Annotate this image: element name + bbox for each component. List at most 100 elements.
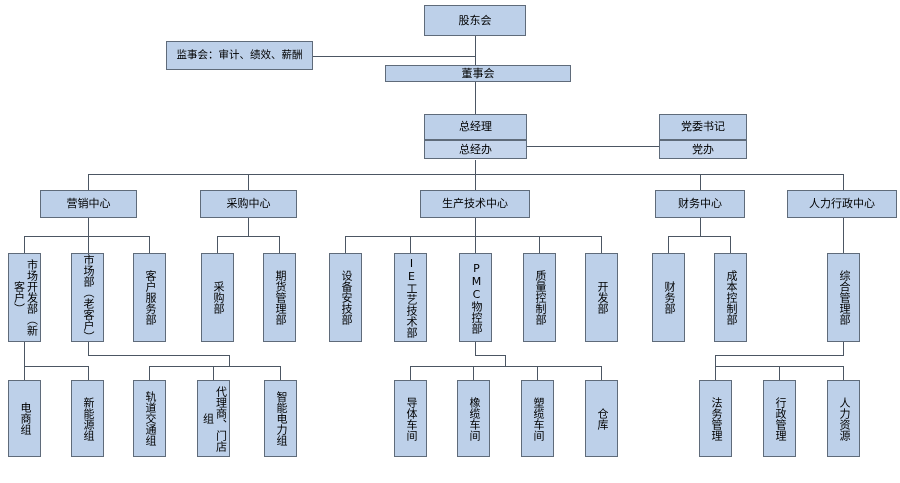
connector-production-drop-4 bbox=[539, 236, 540, 253]
connector-market-jog-drop bbox=[229, 355, 230, 366]
node-party-office[interactable]: 党办 bbox=[659, 140, 747, 159]
connector-production-drop-3 bbox=[475, 236, 476, 253]
connector-marketing-stem bbox=[88, 218, 89, 236]
node-group-administration[interactable]: 行政管理 bbox=[763, 380, 796, 457]
node-group-ecommerce-label: 电商组 bbox=[18, 402, 32, 435]
node-group-new-energy[interactable]: 新能源组 bbox=[71, 380, 104, 457]
node-group-smart-power[interactable]: 智能电力组 bbox=[264, 380, 297, 457]
node-supervisory-board[interactable]: 监事会：审计、绩效、薪酬 bbox=[166, 41, 313, 70]
node-dept-market[interactable]: 市场部（老客户） bbox=[71, 253, 104, 342]
connector-marketdev-drop-2 bbox=[88, 366, 89, 380]
node-group-new-energy-label: 新能源组 bbox=[81, 396, 95, 441]
connector-market-drop-1 bbox=[149, 366, 150, 380]
node-dept-development-label: 开发部 bbox=[595, 281, 609, 314]
node-dept-quality-control-label: 质量控制部 bbox=[533, 270, 547, 325]
connector-pmc-drop-1 bbox=[410, 366, 411, 380]
node-dept-market-development-label: 市场开发部（新客户） bbox=[12, 259, 39, 336]
node-dept-purchasing-label: 采购部 bbox=[211, 281, 225, 314]
node-dept-comprehensive-management[interactable]: 综合管理部 bbox=[827, 253, 860, 342]
node-general-manager-office[interactable]: 总经办 bbox=[424, 140, 527, 159]
node-board-of-directors[interactable]: 董事会 bbox=[385, 65, 571, 82]
node-dept-pmc-material-control[interactable]: PMC物控部 bbox=[459, 253, 492, 342]
connector-compmgmt-stem bbox=[843, 342, 844, 355]
node-dept-finance-label: 财务部 bbox=[662, 281, 676, 314]
connector-production-bus bbox=[345, 236, 601, 237]
node-dept-equipment-safety[interactable]: 设备安技部 bbox=[329, 253, 362, 342]
node-dept-pmc-material-control-label: PMC物控部 bbox=[469, 261, 483, 334]
node-group-human-resources[interactable]: 人力资源 bbox=[827, 380, 860, 457]
node-group-administration-label: 行政管理 bbox=[773, 396, 787, 441]
connector-bus-drop-hr bbox=[843, 174, 844, 190]
node-dept-purchasing[interactable]: 采购部 bbox=[201, 253, 234, 342]
connector-marketing-drop-3 bbox=[149, 236, 150, 253]
node-dept-ie-process-tech-label: IE工艺技术部 bbox=[404, 257, 418, 338]
connector-purchasing-stem bbox=[248, 218, 249, 236]
node-group-agent-store-label: 代理商、门店组 bbox=[201, 385, 228, 452]
node-workshop-conductor[interactable]: 导体车间 bbox=[394, 380, 427, 457]
connector-compmgmt-drop-3 bbox=[843, 366, 844, 380]
connector-board-gm bbox=[475, 82, 476, 114]
node-dept-quality-control[interactable]: 质量控制部 bbox=[523, 253, 556, 342]
node-group-legal-management-label: 法务管理 bbox=[709, 396, 723, 441]
node-warehouse[interactable]: 仓库 bbox=[585, 380, 618, 457]
node-group-ecommerce[interactable]: 电商组 bbox=[8, 380, 41, 457]
connector-marketing-drop-1 bbox=[24, 236, 25, 253]
connector-compmgmt-drop-2 bbox=[779, 366, 780, 380]
connector-marketdev-stem bbox=[24, 342, 25, 366]
node-group-agent-store[interactable]: 代理商、门店组 bbox=[197, 380, 230, 457]
node-dept-customer-service[interactable]: 客户服务部 bbox=[133, 253, 166, 342]
connector-purchasing-bus bbox=[217, 236, 279, 237]
node-center-marketing[interactable]: 营销中心 bbox=[40, 190, 137, 218]
node-dept-cost-control[interactable]: 成本控制部 bbox=[714, 253, 747, 342]
connector-bus-drop-finance bbox=[700, 174, 701, 190]
node-center-hr-admin[interactable]: 人力行政中心 bbox=[787, 190, 897, 218]
connector-gm-party bbox=[527, 146, 659, 147]
node-dept-ie-process-tech[interactable]: IE工艺技术部 bbox=[394, 253, 427, 342]
connector-pmc-jog-drop bbox=[505, 355, 506, 366]
node-shareholders-meeting[interactable]: 股东会 bbox=[424, 5, 526, 36]
node-dept-finance[interactable]: 财务部 bbox=[652, 253, 685, 342]
node-dept-cost-control-label: 成本控制部 bbox=[724, 270, 738, 325]
node-workshop-plastic-cable-label: 塑缆车间 bbox=[531, 396, 545, 441]
connector-pmc-stem bbox=[475, 342, 476, 355]
node-group-smart-power-label: 智能电力组 bbox=[274, 391, 288, 446]
connector-finance-drop-2 bbox=[730, 236, 731, 253]
node-workshop-rubber-cable[interactable]: 橡缆车间 bbox=[457, 380, 490, 457]
connector-pmc-drop-4 bbox=[601, 366, 602, 380]
connector-market-stem bbox=[88, 342, 89, 355]
connector-hr-stem bbox=[843, 218, 844, 253]
connector-production-drop-5 bbox=[601, 236, 602, 253]
node-warehouse-label: 仓库 bbox=[595, 407, 609, 430]
node-general-manager[interactable]: 总经理 bbox=[424, 114, 527, 140]
connector-finance-bus bbox=[668, 236, 730, 237]
node-center-production-technology[interactable]: 生产技术中心 bbox=[420, 190, 530, 218]
node-party-secretary[interactable]: 党委书记 bbox=[659, 114, 747, 140]
node-dept-development[interactable]: 开发部 bbox=[585, 253, 618, 342]
connector-marketdev-drop-1 bbox=[24, 366, 25, 380]
node-dept-futures-management-label: 期货管理部 bbox=[273, 270, 287, 325]
connector-production-drop-1 bbox=[345, 236, 346, 253]
connector-pmc-jog bbox=[475, 355, 505, 356]
connector-pmc-bus bbox=[410, 366, 601, 367]
connector-bus-drop-purchasing bbox=[248, 174, 249, 190]
node-workshop-conductor-label: 导体车间 bbox=[404, 396, 418, 441]
node-center-finance[interactable]: 财务中心 bbox=[655, 190, 745, 218]
connector-production-stem bbox=[475, 218, 476, 236]
connector-marketdev-bus bbox=[24, 366, 88, 367]
node-dept-customer-service-label: 客户服务部 bbox=[143, 270, 157, 325]
connector-market-jog bbox=[88, 355, 229, 356]
node-dept-futures-management[interactable]: 期货管理部 bbox=[263, 253, 296, 342]
node-center-purchasing[interactable]: 采购中心 bbox=[200, 190, 297, 218]
connector-pmc-drop-3 bbox=[537, 366, 538, 380]
node-dept-market-development[interactable]: 市场开发部（新客户） bbox=[8, 253, 41, 342]
node-group-rail-transit[interactable]: 轨道交通组 bbox=[133, 380, 166, 457]
node-group-human-resources-label: 人力资源 bbox=[837, 396, 851, 441]
node-group-legal-management[interactable]: 法务管理 bbox=[699, 380, 732, 457]
connector-supervisory-tie bbox=[313, 56, 476, 57]
connector-shareholders-board bbox=[475, 36, 476, 65]
node-workshop-plastic-cable[interactable]: 塑缆车间 bbox=[521, 380, 554, 457]
connector-purchasing-drop-2 bbox=[279, 236, 280, 253]
connector-compmgmt-jog bbox=[715, 355, 844, 356]
connector-marketing-drop-2 bbox=[88, 236, 89, 253]
